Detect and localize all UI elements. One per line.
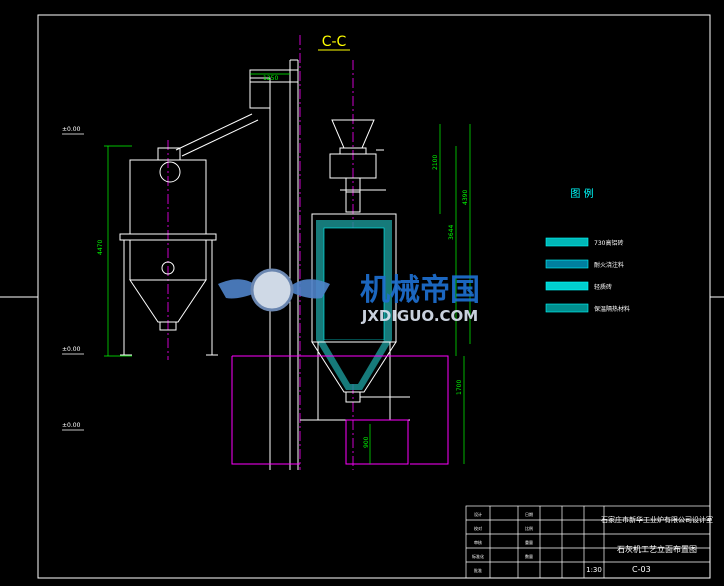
watermark-logo: 机械帝国 JXDIGUO.COM bbox=[218, 268, 480, 325]
level-ground: ±0.00 bbox=[62, 422, 81, 429]
tb-drawing-name: 石灰机工艺立面布置图 bbox=[617, 544, 697, 554]
conveyor-chute bbox=[175, 113, 259, 157]
tb-row-2: 校对 bbox=[474, 525, 482, 531]
section-title: C-C bbox=[322, 34, 347, 50]
legend-swatches bbox=[545, 237, 589, 313]
tb-col-3: 重量 bbox=[525, 539, 533, 545]
kiln-top-hopper bbox=[329, 119, 386, 213]
tb-row-3: 审核 bbox=[474, 539, 482, 545]
tb-drawing-no: C-03 bbox=[632, 565, 651, 574]
bucket-elevator bbox=[249, 59, 299, 470]
dim-base-height: 1700 bbox=[456, 380, 463, 395]
kiln-body bbox=[300, 213, 410, 421]
level-top: ±0.00 bbox=[62, 126, 81, 133]
level-mid: ±0.00 bbox=[62, 346, 81, 353]
legend-swatch-3 bbox=[545, 281, 589, 291]
legend-swatch-2 bbox=[545, 259, 589, 269]
legend-label-2: 耐火浇注料 bbox=[594, 261, 624, 269]
watermark-en: JXDIGUO.COM bbox=[361, 307, 478, 325]
legend-swatch-1 bbox=[545, 237, 589, 247]
dim-kiln-1: 2100 bbox=[432, 155, 439, 170]
tb-row-4: 标准化 bbox=[472, 553, 484, 559]
dim-base-width: 900 bbox=[363, 436, 370, 448]
legend-label-3: 轻质砖 bbox=[594, 283, 612, 291]
legend-title: 图 例 bbox=[570, 187, 593, 200]
watermark-gear-icon bbox=[250, 268, 294, 312]
legend-swatch-4 bbox=[545, 303, 589, 313]
foundation-outline bbox=[231, 355, 449, 465]
tb-col-1: 日期 bbox=[525, 511, 533, 517]
watermark-cn: 机械帝国 bbox=[360, 273, 480, 308]
tb-scale: 1:30 bbox=[586, 566, 602, 574]
dimension-lines bbox=[104, 73, 471, 464]
watermark-wings-icon bbox=[218, 279, 330, 299]
tb-row-5: 批准 bbox=[474, 567, 482, 573]
tb-col-2: 比例 bbox=[525, 525, 533, 531]
tb-company: 石家庄市新华工业炉有限公司设计室 bbox=[601, 515, 713, 524]
storage-bin bbox=[119, 147, 218, 356]
dim-top-width: 1250 bbox=[263, 75, 278, 82]
legend-label-1: 730高铝砖 bbox=[594, 239, 623, 247]
tb-row-1: 设计 bbox=[474, 511, 482, 517]
dim-kiln-2: 3644 bbox=[448, 225, 455, 240]
level-markers bbox=[62, 133, 84, 431]
title-block bbox=[465, 505, 711, 579]
tb-col-4: 数量 bbox=[525, 553, 533, 559]
dim-bin-height: 4470 bbox=[97, 240, 104, 255]
dim-kiln-3: 4390 bbox=[462, 190, 469, 205]
legend-label-4: 保温隔热材料 bbox=[594, 305, 630, 313]
